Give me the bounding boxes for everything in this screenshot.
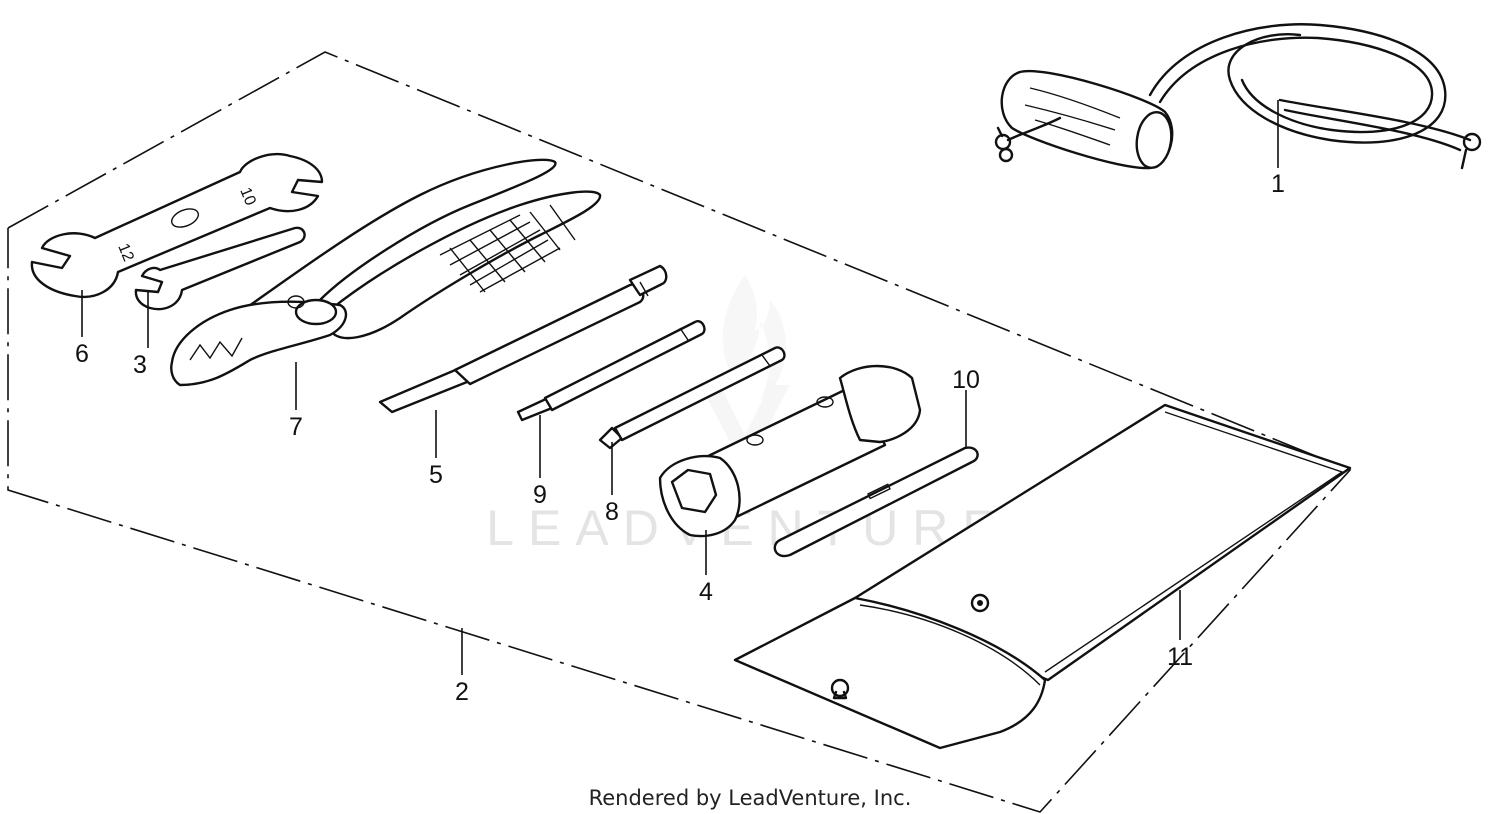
callout-5: 5 [429,461,443,489]
tommy-bar [773,446,979,558]
callout-7: 7 [289,413,303,441]
callout-11: 11 [1167,643,1193,671]
wrench-marking-small: 10 [236,185,258,208]
render-credit-caption: Rendered by LeadVenture, Inc. [589,786,912,810]
slip-joint-pliers [170,158,602,387]
callout-1: 1 [1271,170,1285,198]
callout-4: 4 [699,578,713,606]
callout-8: 8 [605,498,619,526]
callout-2: 2 [455,678,469,706]
callout-9: 9 [533,481,547,509]
tool-tray-outline [7,51,1352,813]
callout-3: 3 [133,351,147,379]
phillips-screwdriver [598,346,786,450]
flat-screwdriver [378,264,668,414]
leader-lines [81,100,1279,675]
spark-plug-wrench [658,364,922,538]
open-end-wrench-large: 12 10 [30,153,324,299]
wrench-marking-large: 12 [114,241,136,264]
small-open-end-wrench [134,226,306,311]
callout-6: 6 [75,340,89,368]
callout-labels: 1 2 3 4 5 6 7 8 9 10 11 [75,170,1285,706]
callout-10: 10 [952,366,980,394]
tool-bag [733,403,1352,750]
wooden-handle-rope [994,23,1482,170]
small-flat-screwdriver [516,320,706,422]
